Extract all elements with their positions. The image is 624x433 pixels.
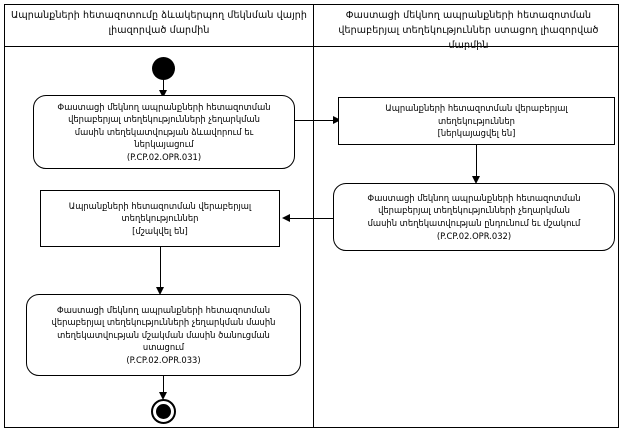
arrow-head-down-action032 [472,176,480,184]
object-node-information-presented[interactable]: Ապրանքների հետազոտման վերաբերյալ տեղեկու… [338,97,615,145]
object-node-information-processed-label: Ապրանքների հետազոտման վերաբերյալ տեղեկու… [68,200,252,236]
arrow-head-down-action033 [156,287,164,295]
action-node-opr032[interactable]: Փաստացի մեկնող ապրանքների հետազոտման վեր… [333,183,615,251]
arrow-head-down-end [159,392,167,400]
final-node [151,399,176,424]
arrow-head-down-action031 [159,90,167,98]
arrow-head-left-object-processed [282,214,290,222]
action-node-opr033[interactable]: Փաստացի մեկնող ապրանքների հետազոտման վեր… [26,294,301,376]
object-node-information-processed[interactable]: Ապրանքների հետազոտման վերաբերյալ տեղեկու… [40,190,280,247]
action-node-opr033-label: Փաստացի մեկնող ապրանքների հետազոտման վեր… [51,304,276,365]
action-node-opr031-label: Փաստացի մեկնող ապրանքների հետազոտման վեր… [57,101,271,162]
edge-action032-to-object-processed [286,218,334,220]
lane-title-left: Ապրանքների հետազոտումը ձևակերպող մեկնման… [10,10,308,36]
arrow-head-right-object-presented [333,116,341,124]
lane-divider [313,4,314,428]
edge-action031-to-object-presented [295,120,340,122]
edge-object-processed-to-action033 [160,247,162,291]
action-node-opr032-label: Փաստացի մեկնող ապրանքների հետազոտման վեր… [367,192,581,241]
edge-object-presented-to-action032 [476,145,478,179]
edge-start-to-action031 [163,80,165,94]
diagram-frame [4,4,619,428]
action-node-opr031[interactable]: Փաստացի մեկնող ապրանքների հետազոտման վեր… [33,95,295,169]
lane-header-separator [4,46,619,47]
lane-title-right: Փաստացի մեկնող ապրանքների հետազոտման վեր… [338,10,599,51]
edge-action033-to-end [163,376,165,398]
object-node-information-presented-label: Ապրանքների հետազոտման վերաբերյալ տեղեկու… [385,103,568,139]
initial-node [152,57,175,80]
